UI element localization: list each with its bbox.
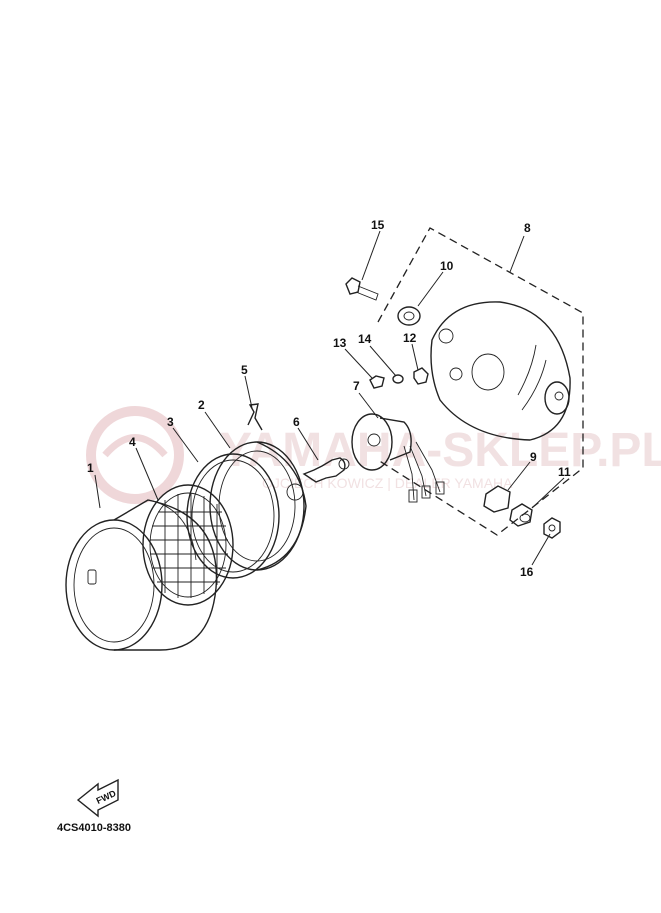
callout-9: 9 — [530, 450, 537, 464]
callout-13: 13 — [333, 336, 347, 350]
nut-small — [413, 367, 429, 385]
watermark: YAMAHA-SKLEP.PL OJCIECH KOWICZ | DEALER … — [86, 406, 661, 504]
mount-collar — [509, 503, 533, 527]
watermark-site: YAMAHA-SKLEP.PL — [220, 424, 661, 477]
fwd-arrow-icon: FWD — [76, 778, 119, 818]
headlight-rim — [65, 499, 218, 651]
callout-14: 14 — [358, 332, 372, 346]
callout-1: 1 — [87, 461, 94, 475]
callout-8: 8 — [524, 221, 531, 235]
bulb-socket — [351, 413, 445, 503]
leader-lines — [94, 230, 565, 566]
grommet — [397, 306, 421, 326]
callout-3: 3 — [167, 415, 174, 429]
reflector-unit — [209, 441, 307, 571]
washer — [392, 374, 404, 384]
callout-11: 11 — [558, 465, 571, 479]
callout-5: 5 — [241, 363, 248, 377]
mounting-bolt — [345, 277, 379, 301]
headlight-bulb — [302, 457, 350, 483]
callout-12: 12 — [403, 331, 417, 345]
bulb-retaining-spring — [247, 403, 263, 431]
callout-4: 4 — [129, 435, 136, 449]
headlight-lens — [142, 484, 234, 606]
mount-rubber — [483, 485, 511, 513]
headlight-seal — [186, 453, 280, 579]
headlight-housing — [377, 227, 584, 536]
callout-6: 6 — [293, 415, 300, 429]
callout-15: 15 — [371, 218, 385, 232]
part-code: 4CS4010-8380 — [57, 822, 132, 834]
callout-7: 7 — [353, 379, 360, 393]
callout-2: 2 — [198, 398, 205, 412]
screw — [369, 375, 385, 389]
callout-16: 16 — [520, 565, 534, 579]
callout-10: 10 — [440, 259, 454, 273]
callouts: 1 2 3 4 5 6 7 8 9 10 11 12 13 14 15 16 — [87, 218, 571, 579]
mount-nut — [543, 517, 561, 539]
